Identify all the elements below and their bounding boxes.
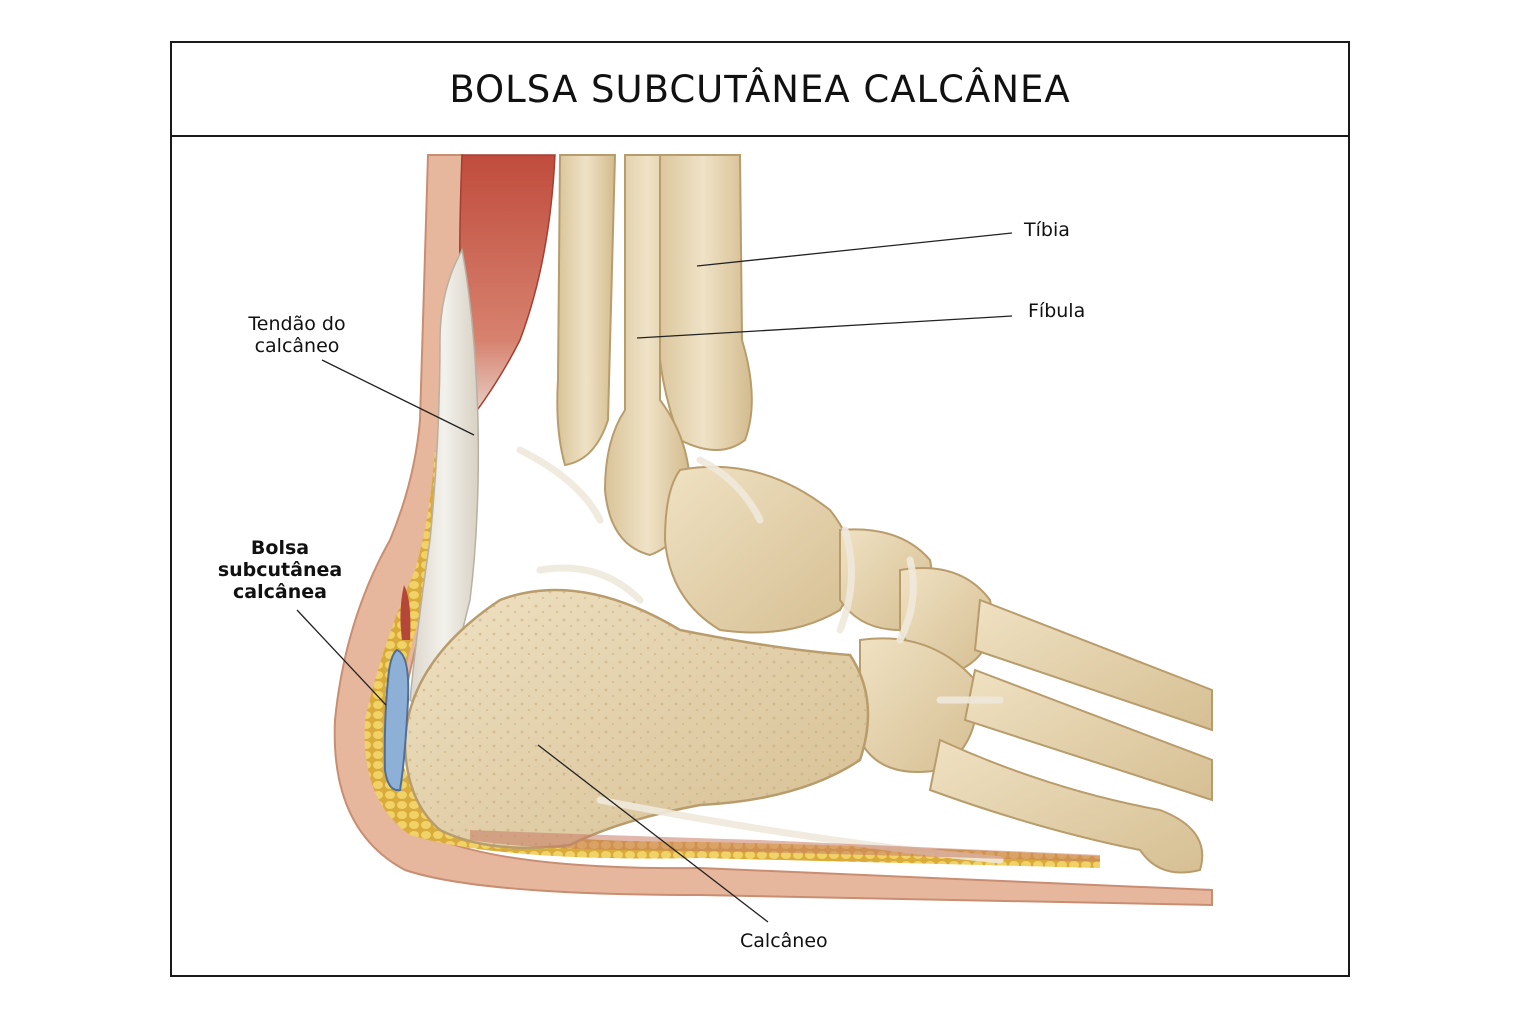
fibula-bone (603, 154, 692, 557)
label-achilles-tendon-line1: Tendão do (248, 313, 346, 335)
label-achilles-tendon: Tendão do calcâneo (232, 313, 362, 357)
label-bursa: Bolsa subcutânea calcânea (210, 537, 350, 603)
talus-bone (663, 465, 854, 634)
label-bursa-line2: subcutânea (217, 559, 343, 581)
tibia-bone (653, 154, 753, 451)
label-calcaneus: Calcâneo (740, 930, 828, 952)
label-tibia: Tíbia (1024, 219, 1070, 241)
label-bursa-line3: calcânea (233, 581, 327, 603)
subcutaneous-calcaneal-bursa (383, 648, 410, 792)
label-bursa-line1: Bolsa (250, 537, 310, 559)
title-bar: BOLSA SUBCUTÂNEA CALCÂNEA (172, 43, 1348, 137)
diagram-title: BOLSA SUBCUTÂNEA CALCÂNEA (449, 67, 1071, 111)
label-achilles-tendon-line2: calcâneo (254, 335, 340, 357)
label-fibula: Fíbula (1028, 300, 1086, 322)
